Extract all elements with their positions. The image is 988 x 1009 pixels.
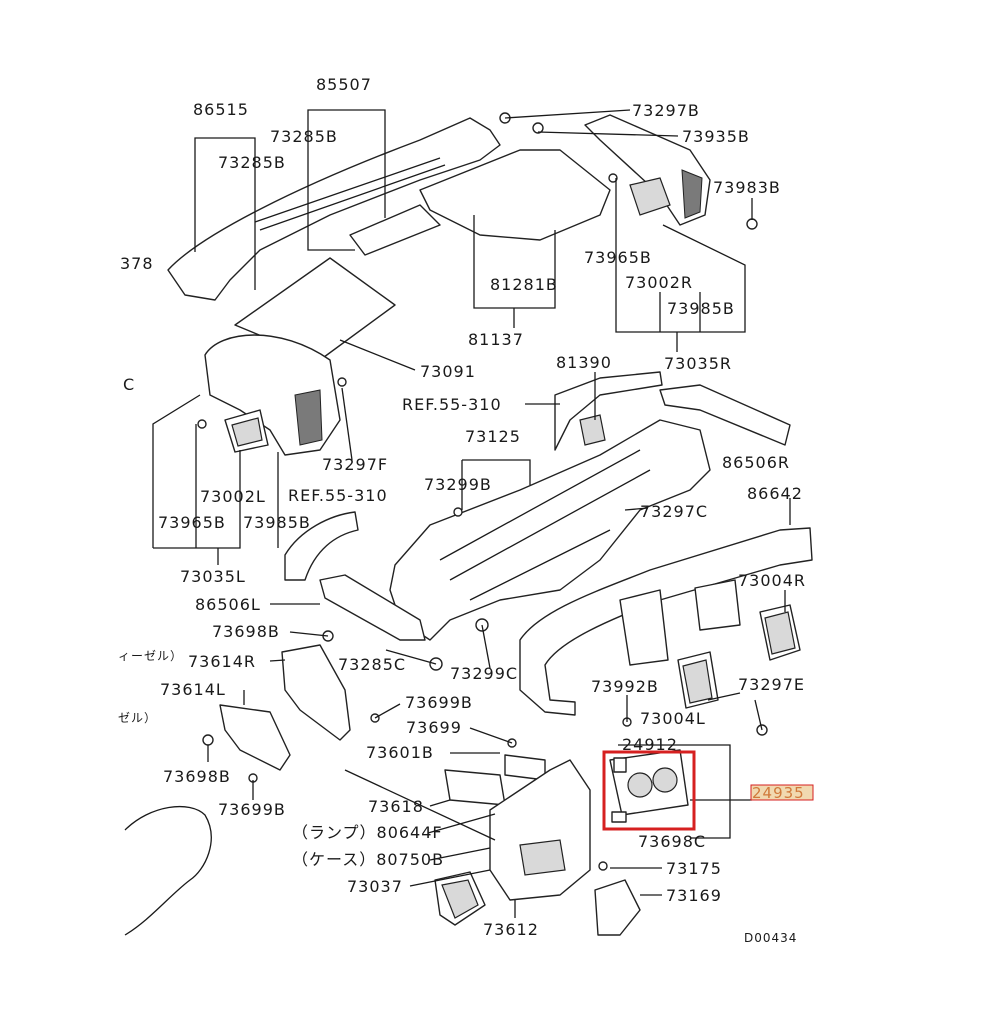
part-label: 73091 [420,362,476,381]
part-label: 86642 [747,484,803,503]
lower-panel-73612 [489,759,591,901]
part-label: ィーゼル） [118,649,183,663]
side-duct-right-86506r [659,384,791,446]
upper-dash-center-cover [349,149,611,256]
part-label: 73002L [200,487,266,506]
vent-73004r [759,604,801,661]
part-label: 73299B [424,475,492,494]
part-label: 81137 [468,330,524,349]
instrument-cluster-hood [204,334,341,456]
highlight-label-bg [750,784,814,801]
part-label: 73035L [180,567,246,586]
part-label: 73698B [163,767,231,786]
part-label: 73299C [450,664,518,683]
dash-frame-73125 [389,414,711,641]
part-label: 73618 [368,797,424,816]
part-label: 378 [120,254,154,273]
part-label: 73285B [270,127,338,146]
part-label: REF.55-310 [402,395,502,414]
part-label: 73169 [666,886,722,905]
part-label: 73125 [465,427,521,446]
part-label: 73004R [738,571,806,590]
part-label: 73004L [640,709,706,728]
upper-dash-panel-left [167,117,501,301]
box-73618 [444,754,546,806]
side-panel-73614l [219,704,291,771]
ref-duct-right [554,371,663,451]
diagram-code: D00434 [744,931,797,945]
part-label: 73992B [591,677,659,696]
part-label: 73699B [218,800,286,819]
part-label: 73037 [347,877,403,896]
switch-panel-24912 [609,749,689,816]
part-label: 73297B [632,101,700,120]
highlight-label: 24935 [752,784,805,802]
heater-duct-86642 [519,527,813,716]
part-label: 86506R [722,453,790,472]
body-outline [124,805,212,936]
side-panel-73614r [281,644,351,741]
part-label: 73285B [218,153,286,172]
part-label: 86515 [193,100,249,119]
part-label: C [123,375,135,394]
part-label: 73035R [664,354,732,373]
part-label: 73698B [212,622,280,641]
part-label: 73297C [640,502,708,521]
part-label: 24912 [622,735,678,754]
part-label: 73002R [625,273,693,292]
part-label: ゼル） [118,711,157,725]
part-label: 86506L [195,595,261,614]
leader-lines [152,109,791,918]
part-label: 73985B [667,299,735,318]
part-label: 73614L [160,680,226,699]
grille-73037 [434,871,486,926]
part-label: （ケース）80750B [292,850,444,869]
side-duct-left-86506l [319,574,426,641]
ref-duct-left [284,511,359,581]
part-label: 73614R [188,652,256,671]
part-label: 73612 [483,920,539,939]
part-label: 81390 [556,353,612,372]
pocket-73169 [594,879,641,936]
part-label: 73699B [405,693,473,712]
highlight-box [602,750,696,831]
part-label: 73965B [158,513,226,532]
part-label: 73601B [366,743,434,762]
part-label: 81281B [490,275,558,294]
part-label: 73175 [666,859,722,878]
part-label: 73965B [584,248,652,267]
upper-dash-right-end [584,114,711,226]
part-label: 85507 [316,75,372,94]
part-label: （ランプ）80644F [292,823,443,842]
part-labels: 86515 85507 73285B 73285B 73297B 73935B … [118,75,806,945]
part-label: REF.55-310 [288,486,388,505]
part-label: 73297E [738,675,805,694]
part-label: 73297F [322,455,388,474]
vent-73004l [677,651,719,709]
part-label: 73698C [638,832,706,851]
part-label: 73935B [682,127,750,146]
part-label: 73983B [713,178,781,197]
part-label: 73985B [243,513,311,532]
part-label: 73699 [406,718,462,737]
part-label: 73285C [338,655,406,674]
